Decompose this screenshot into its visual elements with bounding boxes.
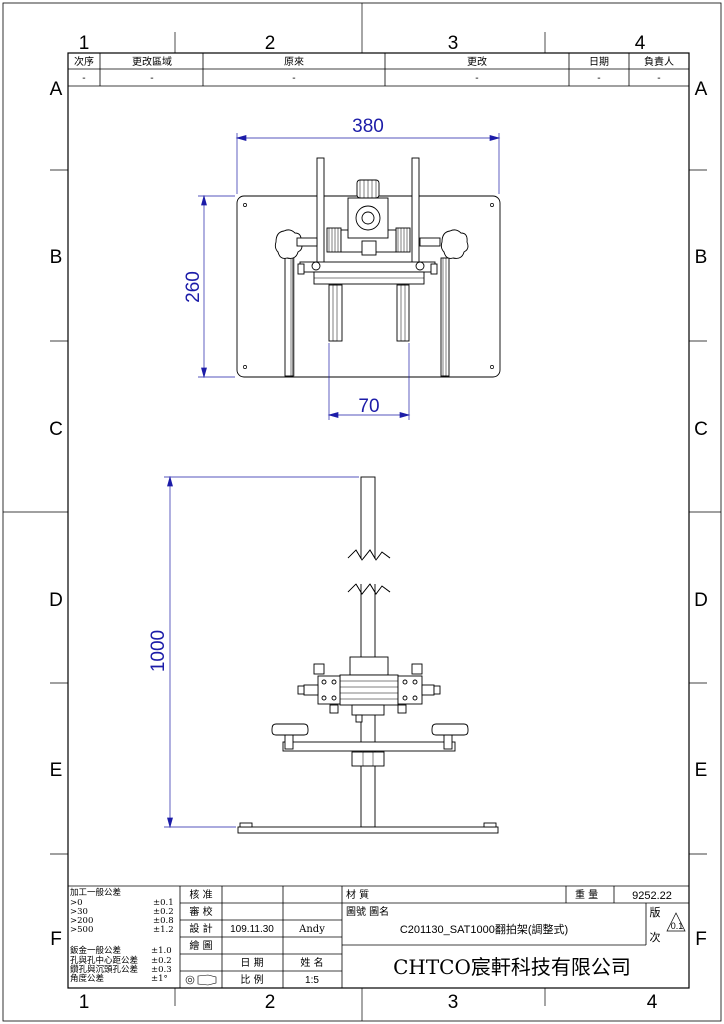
weight-value: 9252.22 bbox=[632, 890, 672, 902]
row-label-left-D: D bbox=[49, 590, 63, 611]
right-front-knob-icon bbox=[431, 723, 469, 736]
col-label-bottom-3: 3 bbox=[448, 992, 459, 1013]
base-plate-holes bbox=[243, 203, 494, 369]
revision-table bbox=[68, 53, 689, 87]
rev-header-owner: 負責人 bbox=[644, 55, 674, 68]
scale-label: 比 例 bbox=[240, 973, 263, 986]
rev-header-original: 原來 bbox=[284, 56, 304, 68]
row-label-right-C: C bbox=[694, 419, 708, 440]
drawing-name: C201130_SAT1000翻拍架(調整式) bbox=[400, 922, 568, 936]
tolerance-value: ±1° bbox=[151, 974, 168, 984]
drawing-no-label: 圖號 圖名 bbox=[346, 905, 389, 918]
revision-triangle-icon bbox=[666, 912, 686, 932]
row-label-right-D: D bbox=[694, 590, 708, 611]
front-view-dimensions bbox=[164, 475, 359, 829]
tolerance-label: 孔與孔中心距公差 bbox=[70, 955, 138, 966]
row-label-left-E: E bbox=[50, 760, 63, 781]
row-label-left-C: C bbox=[49, 419, 63, 440]
dimension-gap-70: 70 bbox=[358, 396, 379, 417]
tolerance-label: 鑽孔與沉頭孔公差 bbox=[70, 964, 138, 975]
tolerance-general-title: 加工一般公差 bbox=[70, 887, 121, 898]
top-view-dimension-text: 380 260 70 bbox=[183, 116, 384, 417]
projection-symbol-icon bbox=[185, 974, 217, 986]
left-knob-icon bbox=[274, 229, 303, 259]
version-label-bottom: 次 bbox=[650, 930, 661, 944]
front-view bbox=[237, 476, 499, 834]
title-block-lines bbox=[68, 885, 689, 988]
top-view-dimensions bbox=[198, 133, 501, 420]
title-block-right: 材 質 重 量 9252.22 圖號 圖名 C201130_SAT1000翻拍架… bbox=[346, 888, 686, 979]
date-label: 日 期 bbox=[240, 957, 263, 969]
tolerance-value: ±0.1 bbox=[153, 898, 174, 908]
rev-cell-original: - bbox=[292, 73, 295, 84]
row-label-left-A: A bbox=[50, 79, 63, 100]
row-label-right-B: B bbox=[695, 247, 708, 268]
drawing-label: 繪 圖 bbox=[189, 939, 212, 952]
right-knob-icon bbox=[440, 229, 469, 259]
rev-cell-owner: - bbox=[657, 73, 660, 84]
top-view bbox=[236, 157, 501, 378]
tolerance-range: >30 bbox=[70, 907, 88, 917]
revision-table-text: 次序 更改區域 原來 更改 日期 負責人 - - - - - - bbox=[74, 55, 674, 84]
row-labels: A B C D E F A B C D E F bbox=[49, 79, 708, 950]
col-label-bottom-2: 2 bbox=[265, 992, 276, 1013]
approve-label: 核 准 bbox=[189, 888, 212, 901]
row-label-right-A: A bbox=[695, 79, 708, 100]
version-value: 0.1 bbox=[671, 921, 684, 931]
review-label: 審 校 bbox=[189, 905, 212, 918]
approval-grid: 核 准 審 校 設 計 109.11.30 Andy 繪 圖 日 期 姓 名 比… bbox=[189, 888, 325, 986]
weight-label: 重 量 bbox=[575, 888, 598, 901]
rev-cell-seq: - bbox=[82, 73, 85, 84]
tolerance-sheet-metal-title: 鈑金一般公差 bbox=[70, 945, 121, 956]
row-label-left-F: F bbox=[50, 929, 62, 950]
tolerance-range: >0 bbox=[70, 898, 83, 908]
row-label-left-B: B bbox=[50, 247, 63, 268]
tolerance-range: >200 bbox=[70, 916, 93, 926]
rev-header-seq: 次序 bbox=[74, 55, 94, 68]
col-label-bottom-1: 1 bbox=[79, 992, 90, 1013]
company-name: CHTCO宸軒科技有限公司 bbox=[393, 955, 631, 979]
scale-value: 1:5 bbox=[305, 975, 319, 986]
row-label-right-F: F bbox=[695, 929, 707, 950]
col-label-top-1: 1 bbox=[79, 33, 90, 54]
tolerance-range: >500 bbox=[70, 925, 93, 935]
rev-header-change: 更改 bbox=[467, 55, 487, 68]
front-view-column bbox=[360, 476, 376, 828]
tolerance-value: ±0.3 bbox=[151, 965, 172, 975]
tolerance-value: ±1.2 bbox=[153, 925, 174, 935]
column-labels: 1 2 3 4 1 2 3 4 bbox=[79, 33, 658, 1013]
rev-header-area: 更改區域 bbox=[132, 55, 172, 68]
tolerance-label: 角度公差 bbox=[70, 973, 104, 984]
name-label: 姓 名 bbox=[300, 956, 323, 969]
rev-cell-date: - bbox=[597, 73, 600, 84]
rev-cell-area: - bbox=[150, 73, 153, 84]
tolerance-sheet-metal-value: ±1.0 bbox=[151, 946, 172, 956]
front-view-base bbox=[237, 826, 499, 834]
tolerance-value: ±0.2 bbox=[153, 907, 174, 917]
col-label-top-4: 4 bbox=[635, 33, 646, 54]
zone-ticks bbox=[3, 3, 721, 1021]
col-label-bottom-4: 4 bbox=[647, 992, 658, 1013]
rev-cell-change: - bbox=[475, 73, 478, 84]
tolerance-value: ±0.8 bbox=[153, 916, 174, 926]
col-label-top-3: 3 bbox=[448, 33, 459, 54]
version-label-top: 版 bbox=[650, 905, 661, 919]
material-label: 材 質 bbox=[346, 888, 369, 901]
col-label-top-2: 2 bbox=[265, 33, 276, 54]
tolerance-block: 加工一般公差 >0 ±0.1 >30 ±0.2 >200 ±0.8 >500 ±… bbox=[70, 887, 174, 984]
dimension-depth-260: 260 bbox=[183, 271, 204, 303]
row-label-right-E: E bbox=[695, 760, 708, 781]
dimension-width-380: 380 bbox=[352, 116, 384, 137]
design-label: 設 計 bbox=[189, 922, 212, 935]
tolerance-value: ±0.2 bbox=[151, 956, 172, 966]
dimension-height-1000: 1000 bbox=[148, 630, 169, 672]
design-date: 109.11.30 bbox=[230, 924, 274, 935]
left-front-knob-icon bbox=[271, 723, 309, 736]
designer-name: Andy bbox=[298, 924, 325, 935]
inner-frame bbox=[67, 52, 690, 989]
rev-header-date: 日期 bbox=[589, 56, 609, 68]
